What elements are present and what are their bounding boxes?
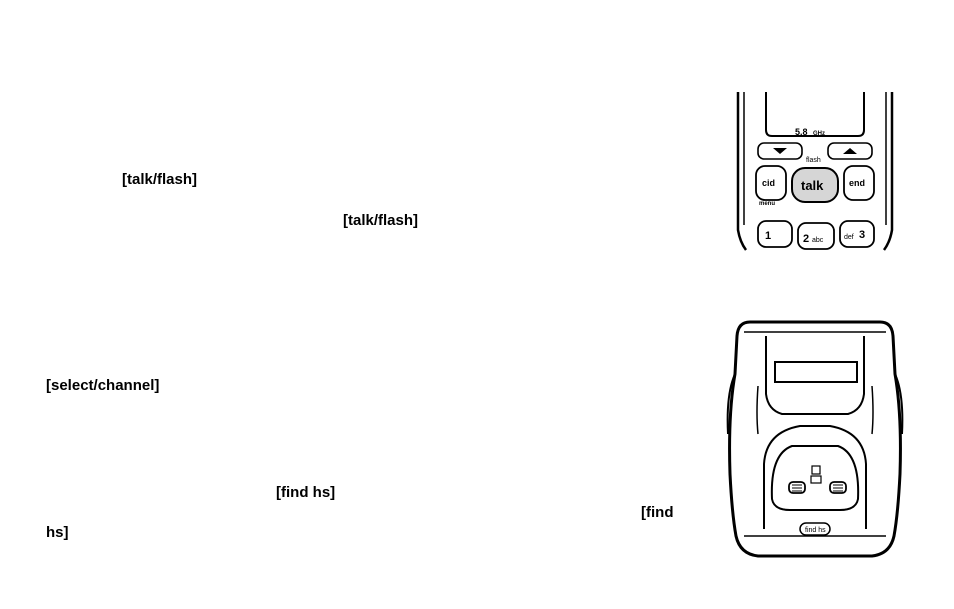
select-channel-label: [select/channel]	[46, 377, 160, 394]
find-hs-button-label: find hs	[805, 527, 826, 534]
cid-button[interactable]	[755, 165, 787, 201]
key-3-letters: def	[844, 234, 854, 241]
find-hs-label-1: [find hs]	[276, 484, 336, 501]
key-2-button[interactable]	[797, 222, 835, 250]
key-1-button[interactable]	[757, 220, 793, 248]
end-button[interactable]	[843, 165, 875, 201]
find-hs-label-2a: [find	[641, 504, 674, 521]
key-3-button[interactable]	[839, 220, 875, 248]
up-arrow-icon	[843, 148, 857, 154]
find-hs-label-2b: hs]	[46, 524, 69, 541]
down-arrow-icon	[773, 148, 787, 154]
menu-label: menu	[759, 201, 775, 207]
base-charger-illustration: find hs	[726, 320, 904, 558]
key-2-number: 2	[803, 233, 809, 245]
key-2-letters: abc	[812, 237, 824, 244]
talk-button[interactable]	[791, 167, 839, 203]
find-hs-button[interactable]	[799, 522, 831, 536]
key-3-number: 3	[859, 229, 865, 241]
key-1-label: 1	[765, 230, 771, 242]
talk-key-label: talk	[801, 178, 824, 193]
cid-key-label: cid	[762, 178, 775, 188]
band-unit: GHz	[813, 131, 825, 137]
talk-flash-label-2: [talk/flash]	[343, 212, 419, 229]
flash-label: flash	[806, 157, 821, 164]
talk-flash-label-1: [talk/flash]	[122, 171, 198, 188]
handset-illustration: 5.8 GHz flash cid talk end menu 1 2 abc …	[736, 92, 894, 251]
end-key-label: end	[849, 178, 865, 188]
band-label: 5.8	[795, 127, 808, 137]
